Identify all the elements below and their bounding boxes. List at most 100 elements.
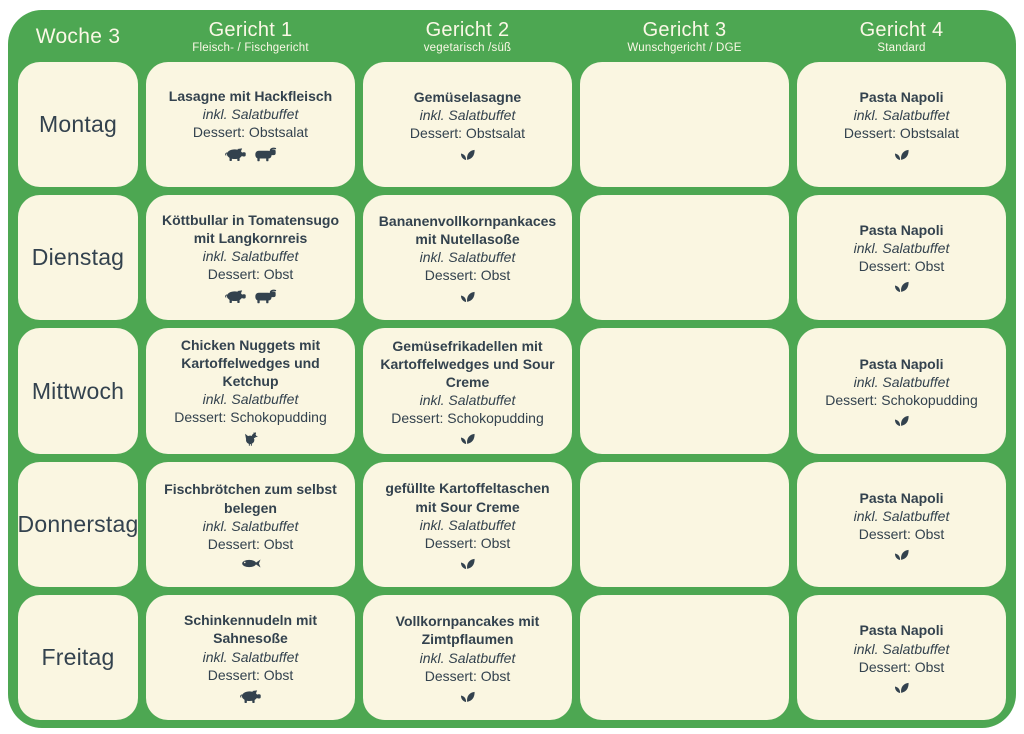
day-label: Montag — [39, 110, 117, 137]
dish-note: inkl. Salatbuffet — [853, 640, 950, 657]
dish-title: gefüllte Kartoffeltaschen mit Sour Creme — [385, 480, 550, 515]
dish-icons — [893, 548, 910, 561]
day-cell-dienstag: Dienstag — [18, 194, 138, 320]
leaf-icon — [893, 681, 910, 694]
dish-note: inkl. Salatbuffet — [202, 106, 299, 123]
cow-icon — [254, 289, 277, 304]
leaf-icon — [893, 280, 910, 293]
dish-title: Gemüsefrikadellen mit Kartoffelwedges un… — [380, 337, 555, 390]
dish-card: Pasta Napoli inkl. Salatbuffet Dessert: … — [797, 462, 1006, 588]
leaf-icon — [459, 148, 476, 161]
dish-dessert: Dessert: Obst — [424, 267, 511, 284]
dish-icons — [459, 690, 476, 703]
leaf-icon — [893, 148, 910, 161]
dish-title: Pasta Napoli — [859, 489, 944, 506]
dish-dessert: Dessert: Obst — [207, 666, 294, 683]
day-label: Dienstag — [31, 243, 125, 270]
fish-icon — [240, 558, 262, 569]
dish-title: Gemüselasagne — [413, 89, 522, 106]
dish-note: inkl. Salatbuffet — [419, 107, 516, 124]
day-label: Freitag — [41, 644, 115, 671]
column-title: Gericht 2 — [425, 18, 510, 41]
column-title: Gericht 1 — [208, 18, 293, 41]
column-subtitle: Wunschgericht / DGE — [627, 41, 742, 54]
dish-title: Pasta Napoli — [859, 89, 944, 106]
dish-note: inkl. Salatbuffet — [419, 516, 516, 533]
dish-note: inkl. Salatbuffet — [853, 240, 950, 257]
dish-dessert: Dessert: Obst — [858, 258, 945, 275]
column-header-gericht-4: Gericht 4 Standard — [797, 19, 1006, 56]
dish-title: Pasta Napoli — [859, 355, 944, 372]
dish-note: inkl. Salatbuffet — [419, 249, 516, 266]
dish-icons — [459, 148, 476, 161]
dish-dessert: Dessert: Schokopudding — [174, 409, 327, 426]
dish-title: Vollkornpancakes mit Zimtpflaumen — [395, 613, 540, 648]
dish-note: inkl. Salatbuffet — [853, 507, 950, 524]
day-cell-freitag: Freitag — [18, 595, 138, 720]
dish-card: Schinkennudeln mit Sahnesoße inkl. Salat… — [146, 595, 355, 720]
dish-note: inkl. Salatbuffet — [853, 107, 950, 124]
dish-dessert: Dessert: Obst — [424, 667, 511, 684]
dish-icons — [239, 689, 262, 704]
dish-note: inkl. Salatbuffet — [202, 248, 299, 265]
dish-note: inkl. Salatbuffet — [853, 373, 950, 390]
dish-title: Schinkennudeln mit Sahnesoße — [183, 612, 317, 647]
dish-icons — [224, 147, 277, 162]
chicken-icon — [243, 431, 258, 447]
day-cell-mittwoch: Mittwoch — [18, 327, 138, 455]
dish-icons — [893, 414, 910, 427]
dish-note: inkl. Salatbuffet — [419, 392, 516, 409]
dish-card: Bananenvollkornpankaces mit Nutellasoße … — [363, 194, 572, 320]
dish-dessert: Dessert: Obst — [207, 266, 294, 283]
dish-title: Pasta Napoli — [859, 221, 944, 238]
cow-icon — [254, 147, 277, 162]
column-subtitle: vegetarisch /süß — [423, 41, 512, 54]
pig-icon — [224, 147, 247, 162]
dish-dessert: Dessert: Obstsalat — [192, 124, 309, 141]
dish-card: gefüllte Kartoffeltaschen mit Sour Creme… — [363, 462, 572, 588]
day-cell-montag: Montag — [18, 62, 138, 187]
dish-card-empty — [580, 194, 789, 320]
dish-card-empty — [580, 462, 789, 588]
dish-icons — [459, 432, 476, 445]
dish-card: Pasta Napoli inkl. Salatbuffet Dessert: … — [797, 327, 1006, 455]
column-header-gericht-2: Gericht 2 vegetarisch /süß — [363, 19, 572, 56]
dish-dessert: Dessert: Obst — [858, 525, 945, 542]
column-subtitle: Standard — [877, 41, 926, 54]
column-subtitle: Fleisch- / Fischgericht — [192, 41, 309, 54]
dish-card: Pasta Napoli inkl. Salatbuffet Dessert: … — [797, 194, 1006, 320]
pig-icon — [239, 689, 262, 704]
dish-dessert: Dessert: Obst — [207, 536, 294, 553]
dish-dessert: Dessert: Obstsalat — [409, 125, 526, 142]
pig-icon — [224, 289, 247, 304]
dish-icons — [459, 557, 476, 570]
dish-icons — [243, 431, 258, 447]
dish-card: Vollkornpancakes mit Zimtpflaumen inkl. … — [363, 595, 572, 720]
dish-icons — [459, 290, 476, 303]
dish-title: Bananenvollkornpankaces mit Nutellasoße — [378, 212, 557, 247]
dish-title: Chicken Nuggets mit Kartoffelwedges und … — [180, 336, 321, 389]
dish-card: Pasta Napoli inkl. Salatbuffet Dessert: … — [797, 595, 1006, 720]
dish-card-empty — [580, 327, 789, 455]
dish-dessert: Dessert: Schokopudding — [391, 410, 544, 427]
column-header-gericht-3: Gericht 3 Wunschgericht / DGE — [580, 19, 789, 56]
leaf-icon — [893, 548, 910, 561]
dish-note: inkl. Salatbuffet — [202, 517, 299, 534]
dish-card: Gemüsefrikadellen mit Kartoffelwedges un… — [363, 327, 572, 455]
dish-title: Pasta Napoli — [859, 622, 944, 639]
dish-card: Chicken Nuggets mit Kartoffelwedges und … — [146, 327, 355, 455]
dish-title: Köttbullar in Tomatensugo mit Langkornre… — [161, 211, 340, 246]
dish-icons — [893, 681, 910, 694]
leaf-icon — [893, 414, 910, 427]
dish-card: Fischbrötchen zum selbst belegen inkl. S… — [146, 462, 355, 588]
dish-card-empty — [580, 595, 789, 720]
dish-dessert: Dessert: Obstsalat — [843, 125, 960, 142]
dish-title: Lasagne mit Hackfleisch — [168, 88, 333, 105]
dish-note: inkl. Salatbuffet — [419, 649, 516, 666]
header-row: Woche 3 Gericht 1 Fleisch- / Fischgerich… — [8, 10, 1016, 60]
dish-icons — [240, 558, 262, 569]
day-cell-donnerstag: Donnerstag — [18, 462, 138, 588]
dish-icons — [893, 280, 910, 293]
dish-dessert: Dessert: Obst — [858, 658, 945, 675]
week-label: Woche 3 — [35, 25, 121, 48]
